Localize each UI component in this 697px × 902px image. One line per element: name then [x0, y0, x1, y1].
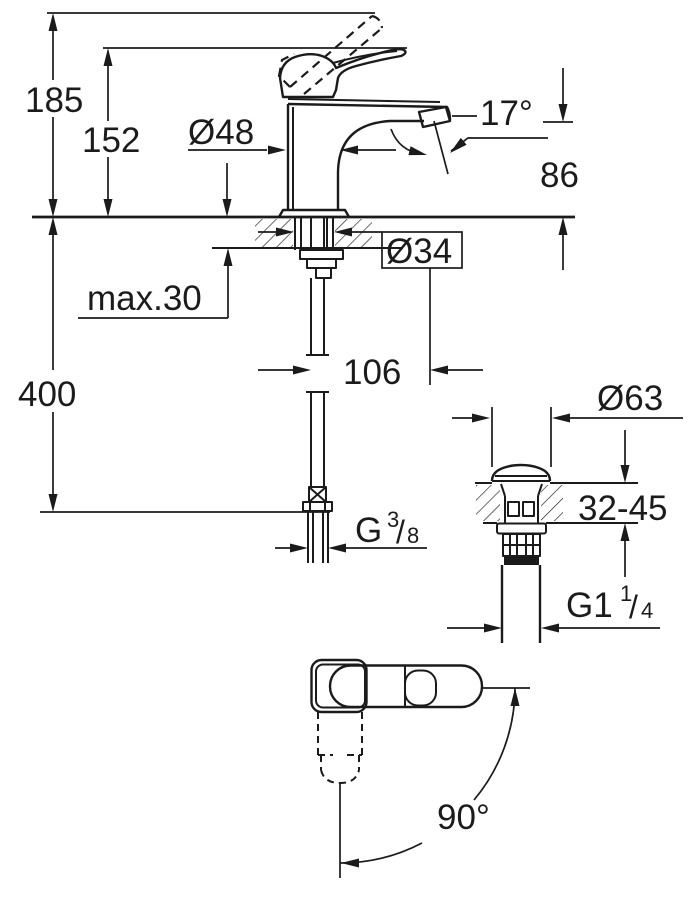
handle-top-outline [310, 658, 484, 714]
mounting-shank-and-hose [294, 217, 344, 563]
handle-lever [278, 48, 407, 99]
faucet-top-view: 90° [310, 658, 530, 878]
drain-body [490, 463, 552, 643]
dimension-outlet-height: 86 [540, 68, 579, 270]
label-dia48: Ø48 [188, 113, 254, 152]
dimension-supply-thread: G 3 / 8 [275, 507, 427, 553]
label-17deg: 17° [480, 94, 533, 133]
faucet-body [277, 98, 452, 218]
dimension-basin-thickness: 32-45 [578, 430, 668, 577]
drain-tailpipe [500, 565, 542, 643]
dimension-spout-angle: 17° [390, 94, 573, 175]
supply-thread-tube [307, 511, 329, 563]
label-400: 400 [18, 375, 76, 414]
spout-hidden-outline [317, 712, 363, 785]
aerator [417, 105, 452, 129]
faucet-side-view [277, 14, 452, 563]
dimension-spout-top-height: 152 [82, 48, 140, 217]
hose-nut [302, 501, 333, 512]
dimension-hose-length: 400 [18, 217, 76, 512]
dimension-max-deck-thickness: max.30 [78, 163, 233, 319]
label-185: 185 [25, 81, 83, 120]
dimension-waste-cap-diameter: Ø63 [452, 379, 683, 467]
label-90deg: 90° [437, 798, 490, 837]
label-dia63: Ø63 [597, 379, 663, 418]
label-g114-slash: / [629, 589, 638, 625]
dimension-body-diameter: Ø48 [188, 113, 396, 155]
label-g114-prefix: G1 [566, 586, 613, 625]
label-g38-prefix: G [355, 511, 382, 550]
basin-hatch-right [541, 485, 563, 521]
label-106: 106 [343, 353, 401, 392]
label-g38-numerator: 3 [387, 507, 399, 532]
label-max30: max.30 [87, 279, 202, 318]
label-g114-denominator: 4 [641, 598, 653, 623]
dimension-swivel-angle: 90° [339, 687, 530, 878]
dimension-total-height: 185 [25, 13, 83, 217]
label-32-45: 32-45 [578, 489, 668, 528]
reference-lines [32, 12, 575, 513]
waste-drain-view: Ø63 32-45 G1 [447, 379, 683, 643]
basin-section-lines [475, 482, 638, 524]
basin-hatch-left [476, 485, 500, 521]
dimension-center-offset: 106 [258, 353, 483, 392]
handle-edge-line [332, 50, 398, 64]
dimension-shank-diameter: Ø34 [258, 227, 463, 385]
label-g38-denominator: 8 [407, 523, 419, 548]
label-86: 86 [540, 156, 579, 195]
label-152: 152 [82, 121, 140, 160]
dimension-waste-thread: G1 1 / 4 [447, 581, 660, 633]
label-g114-numerator: 1 [620, 581, 632, 606]
label-dia34: Ø34 [386, 232, 452, 271]
label-g38-slash: / [396, 514, 405, 550]
